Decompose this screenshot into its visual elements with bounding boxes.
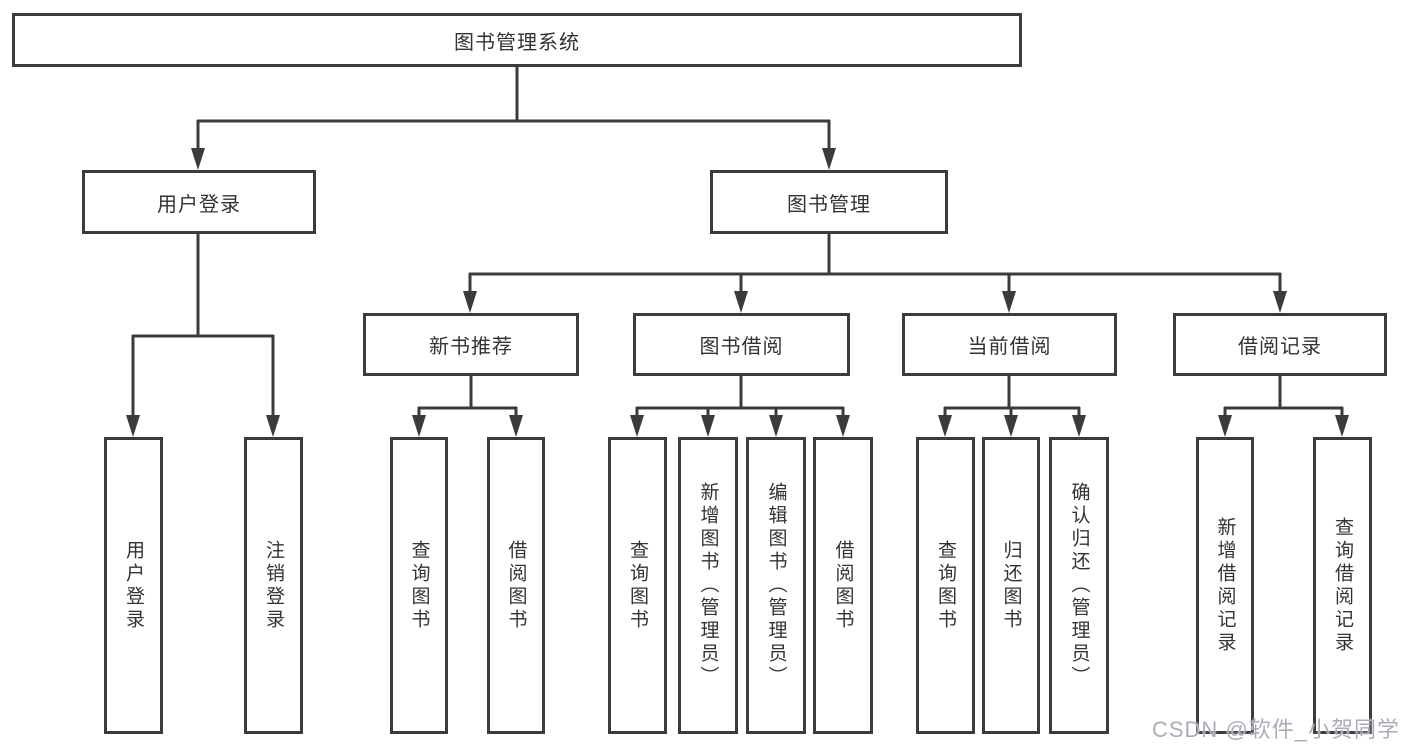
leaf-borrow-books-recommendation: 借阅图书 [487, 437, 545, 734]
node-current-borrowing: 当前借阅 [902, 313, 1117, 376]
leaf-query-books-borrowing: 查询图书 [608, 437, 667, 734]
leaf-logout: 注销登录 [244, 437, 303, 734]
leaf-add-book-admin: 新增图书（管理员） [678, 437, 738, 734]
leaf-return-book: 归还图书 [982, 437, 1040, 734]
leaf-borrow-books-borrowing: 借阅图书 [813, 437, 873, 734]
node-root-library-system: 图书管理系统 [12, 13, 1022, 67]
leaf-add-borrow-record: 新增借阅记录 [1196, 437, 1254, 734]
leaf-query-books-current: 查询图书 [916, 437, 975, 734]
leaf-query-books-recommendation: 查询图书 [390, 437, 448, 734]
leaf-edit-book-admin: 编辑图书（管理员） [746, 437, 806, 734]
node-new-book-recommendation: 新书推荐 [363, 313, 579, 376]
node-book-management: 图书管理 [710, 170, 948, 234]
node-borrowing-records: 借阅记录 [1173, 313, 1387, 376]
node-user-login: 用户登录 [82, 170, 316, 234]
leaf-user-login: 用户登录 [104, 437, 163, 734]
node-book-borrowing: 图书借阅 [633, 313, 850, 376]
leaf-query-borrow-record: 查询借阅记录 [1313, 437, 1372, 734]
leaf-confirm-return-admin: 确认归还（管理员） [1049, 437, 1109, 734]
